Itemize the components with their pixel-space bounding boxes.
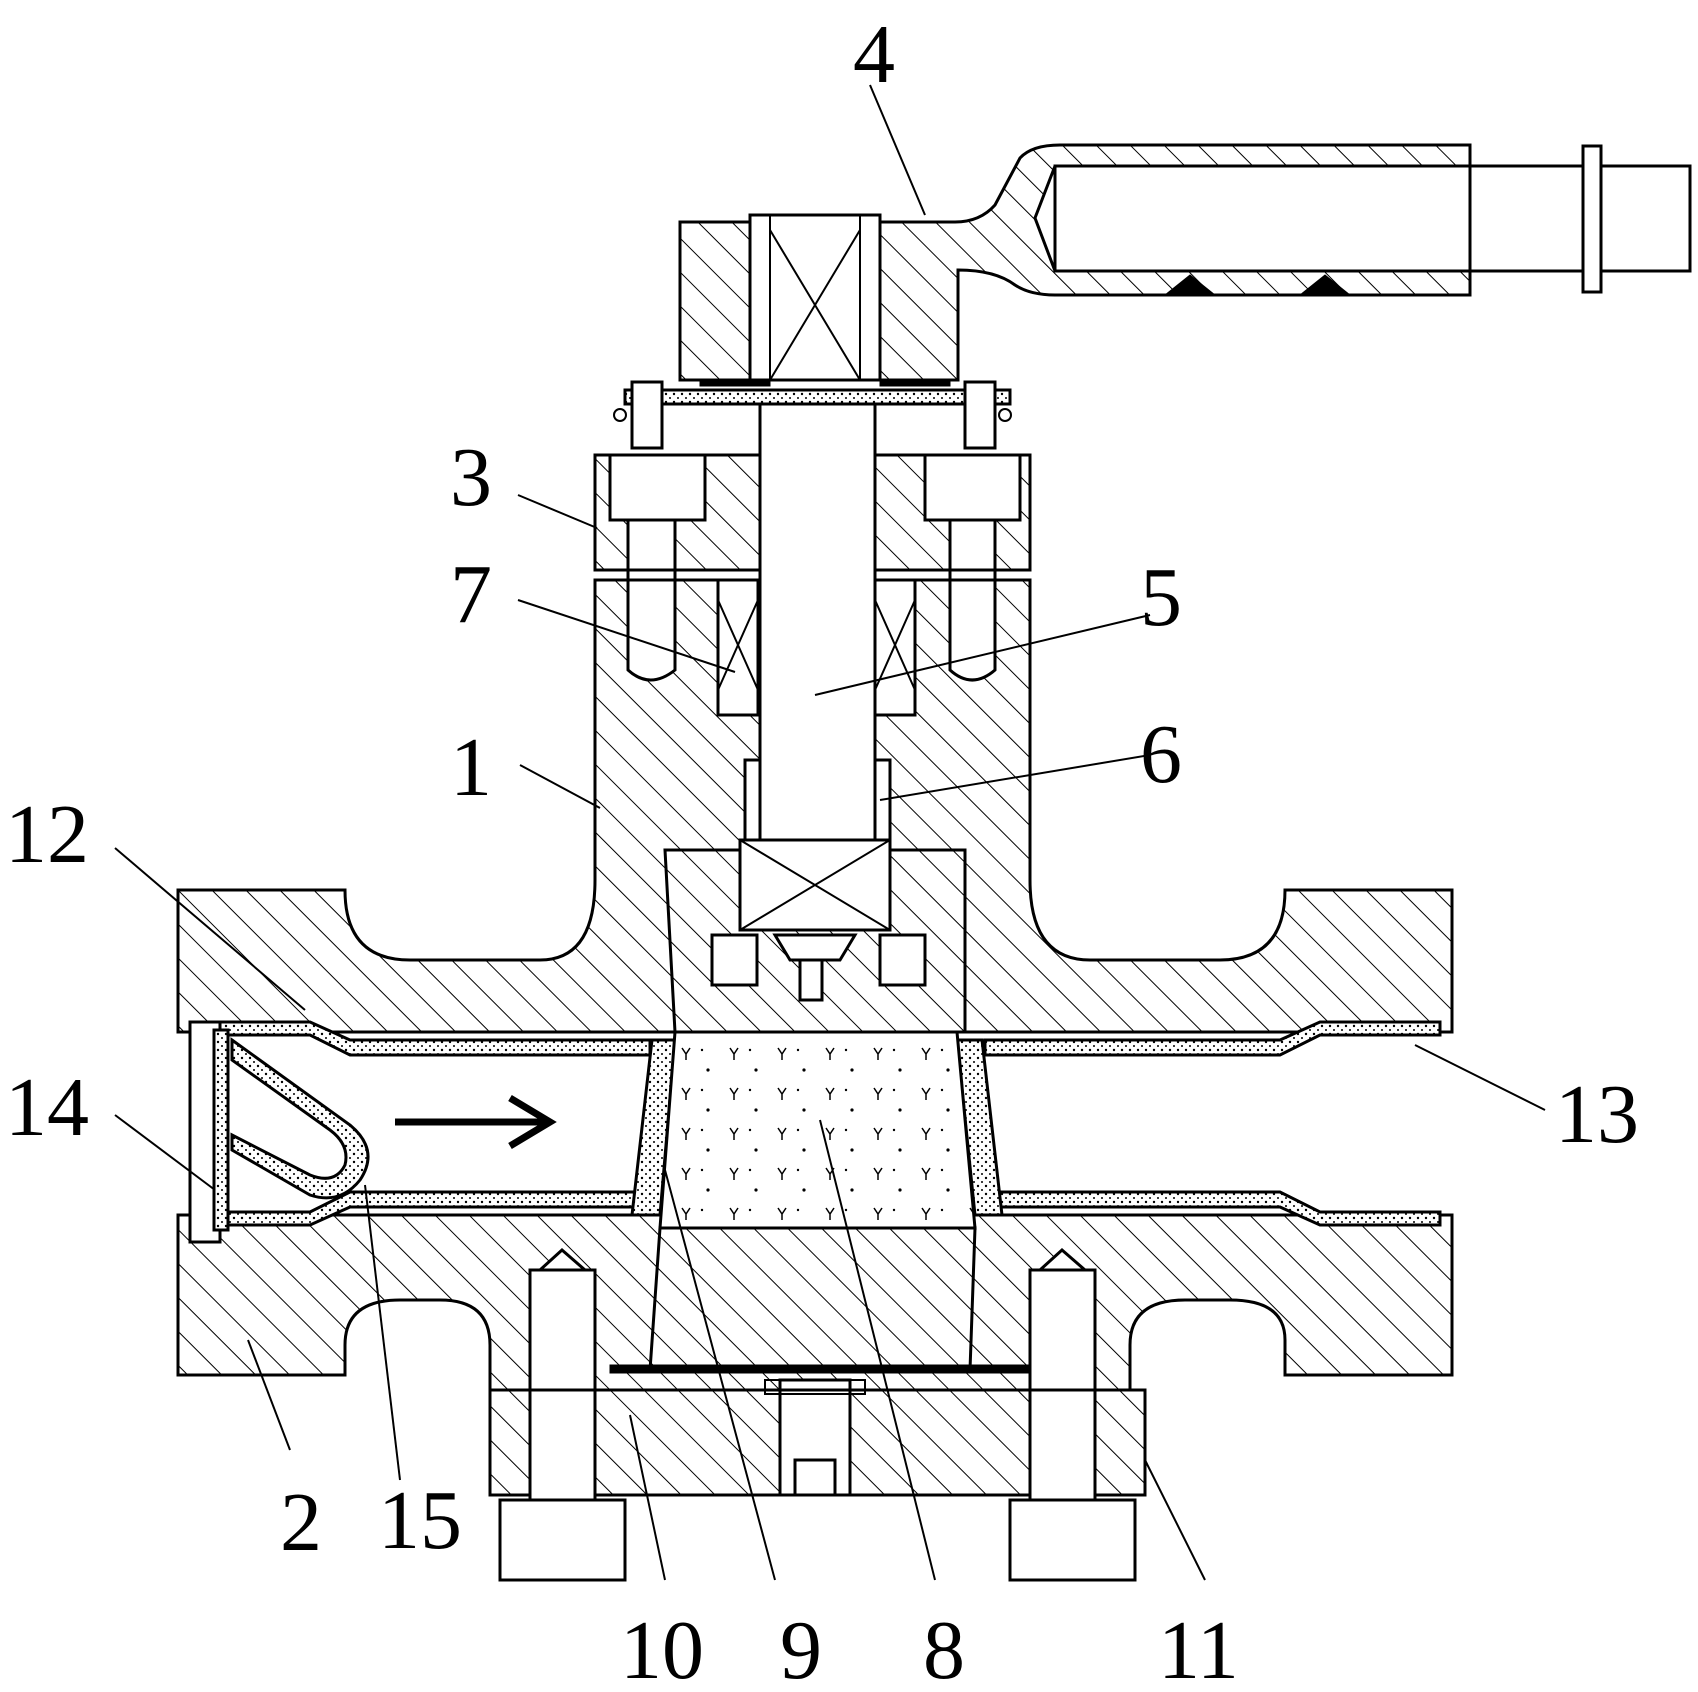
handle-collar xyxy=(1581,144,1603,294)
label-5: 5 xyxy=(1140,551,1182,644)
label-3: 3 xyxy=(450,431,492,524)
bushing-left xyxy=(743,758,762,842)
label-1: 1 xyxy=(450,721,492,814)
label-15: 15 xyxy=(378,1474,462,1567)
label-2: 2 xyxy=(280,1476,322,1569)
label-12: 12 xyxy=(5,788,89,881)
handle-extension xyxy=(1468,164,1692,273)
filter-mesh xyxy=(212,1028,230,1232)
bottom-bolt-right xyxy=(1028,1268,1097,1517)
bottom-nut-left xyxy=(498,1498,627,1582)
label-4: 4 xyxy=(853,8,895,101)
bottom-bolt-left xyxy=(528,1268,597,1517)
label-11: 11 xyxy=(1158,1604,1239,1692)
stem-shaft xyxy=(758,398,877,842)
label-14: 14 xyxy=(5,1061,89,1154)
gland-stud-right xyxy=(948,518,997,682)
liner-top-right xyxy=(983,1020,1442,1057)
plug-assembly xyxy=(630,1030,1004,1372)
plug-body xyxy=(658,1030,977,1230)
part-labels: 4 3 7 5 1 6 12 13 14 2 15 10 9 8 11 xyxy=(5,8,1639,1692)
packing-right xyxy=(873,578,917,717)
label-13: 13 xyxy=(1555,1068,1639,1161)
filter-basket xyxy=(230,1037,370,1200)
leader-lines xyxy=(114,84,1546,1581)
packing-left xyxy=(716,578,760,717)
label-10: 10 xyxy=(620,1604,704,1692)
top-gland-plate xyxy=(613,377,1012,450)
gland-stud-left xyxy=(626,518,677,682)
handle xyxy=(678,143,1692,382)
handle-stem-socket xyxy=(748,213,882,382)
label-6: 6 xyxy=(1140,708,1182,801)
gasket xyxy=(609,1364,1031,1374)
label-7: 7 xyxy=(450,548,492,641)
label-8: 8 xyxy=(923,1604,965,1692)
bottom-cover xyxy=(488,1247,1147,1582)
label-9: 9 xyxy=(780,1604,822,1692)
handle-tube-bore xyxy=(1053,164,1472,273)
flow-direction-arrow xyxy=(395,1094,557,1150)
stem xyxy=(663,398,967,1034)
liner-bottom-right xyxy=(983,1190,1442,1227)
bottom-nut-right xyxy=(1008,1498,1137,1582)
